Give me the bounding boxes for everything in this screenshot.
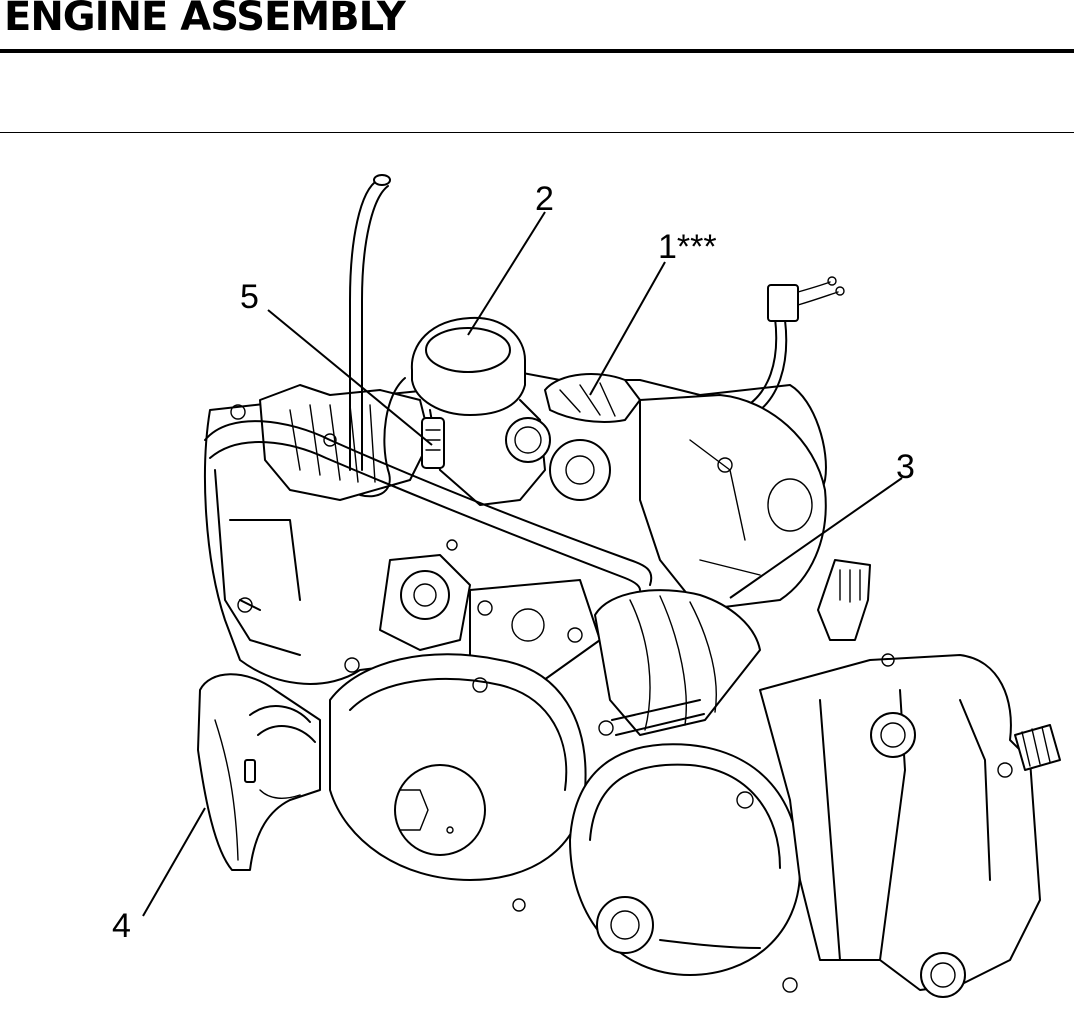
intake-elbow-seam bbox=[214, 719, 301, 861]
gearbox-boss bbox=[870, 712, 916, 758]
gearbox-lower-boss bbox=[920, 952, 966, 998]
bolt bbox=[736, 791, 754, 809]
page-title: ENGINE ASSEMBLY bbox=[4, 0, 406, 40]
plate-bolt bbox=[567, 627, 583, 643]
intake-duct bbox=[544, 373, 641, 423]
fasteners bbox=[323, 433, 1013, 993]
bolt bbox=[512, 898, 526, 912]
bolt bbox=[717, 457, 733, 473]
callout-label-2: 2 bbox=[535, 180, 554, 218]
carb-throat bbox=[505, 417, 551, 463]
hose-fitting bbox=[446, 539, 458, 551]
mount-bushing bbox=[400, 570, 450, 620]
connector-pin bbox=[827, 276, 837, 286]
output-shaft-splines bbox=[1021, 726, 1051, 767]
leader-2 bbox=[467, 211, 546, 336]
harness-connector bbox=[767, 284, 799, 322]
idler-pulley bbox=[549, 439, 611, 501]
oil-filler bbox=[817, 559, 871, 641]
title-rule bbox=[0, 49, 1074, 53]
gearbox-housing bbox=[759, 654, 1041, 991]
ignition-lead bbox=[359, 377, 406, 498]
plate-hole bbox=[511, 608, 545, 642]
spark-plug-threads bbox=[425, 429, 441, 451]
carburetor-body bbox=[429, 399, 546, 506]
idler-pulley-hub bbox=[565, 455, 595, 485]
callout-labels: 1*** 2 3 4 5 bbox=[112, 180, 915, 945]
callout-leaders bbox=[142, 211, 903, 917]
leader-1 bbox=[589, 261, 666, 396]
vent-hose bbox=[361, 185, 389, 471]
vent-hose bbox=[349, 179, 379, 471]
mount-bushing-inner bbox=[413, 583, 437, 607]
bolt bbox=[323, 433, 337, 447]
bolt bbox=[782, 977, 798, 993]
cover-bolt bbox=[237, 597, 253, 613]
section-divider bbox=[0, 132, 1074, 133]
engine-assembly-illustration: 1*** 2 3 4 5 bbox=[112, 174, 1061, 998]
callout-label-3: 3 bbox=[896, 448, 915, 486]
cvt-duct-clamp bbox=[611, 699, 705, 736]
housing-boss bbox=[767, 478, 813, 532]
intake-duct-ribs bbox=[559, 382, 616, 417]
cvt-cover-right-rim bbox=[589, 763, 781, 869]
left-cover-panel bbox=[214, 469, 301, 656]
cvt-air-duct bbox=[594, 589, 761, 736]
intake-elbow bbox=[197, 673, 321, 871]
bolt bbox=[344, 657, 360, 673]
bolt bbox=[598, 720, 614, 736]
clamp-screw bbox=[244, 759, 256, 783]
engine-drawing bbox=[197, 174, 1061, 998]
plate-bolt bbox=[477, 600, 493, 616]
bolt bbox=[881, 653, 895, 667]
cover-seam bbox=[659, 939, 761, 949]
driven-pulley-hub-inner bbox=[610, 910, 640, 940]
spark-plug-cap bbox=[421, 417, 445, 469]
crossover-hose bbox=[204, 420, 653, 586]
carb-throat-inner bbox=[514, 426, 542, 454]
crossover-hose bbox=[209, 441, 641, 591]
callout-label-5: 5 bbox=[240, 278, 259, 316]
carburetor-top-cap bbox=[425, 327, 511, 373]
cover-bolt bbox=[230, 404, 246, 420]
clutch-cover-notch bbox=[399, 789, 429, 831]
leader-3 bbox=[729, 477, 903, 599]
connector-pin bbox=[835, 286, 845, 296]
gearbox-boss-inner bbox=[880, 722, 906, 748]
bolt bbox=[997, 762, 1013, 778]
hub-center bbox=[446, 826, 454, 834]
callout-label-4: 4 bbox=[112, 907, 131, 945]
callout-label-1: 1*** bbox=[658, 228, 717, 266]
driven-pulley-hub bbox=[596, 896, 654, 954]
cvt-cover-left-rim bbox=[349, 677, 568, 791]
leader-4 bbox=[142, 807, 206, 917]
gearbox-lower-boss-inner bbox=[930, 962, 956, 988]
cvt-upper-housing bbox=[639, 394, 827, 611]
clutch-cover-hub bbox=[394, 764, 486, 856]
bolt bbox=[472, 677, 488, 693]
leader-5 bbox=[267, 309, 433, 446]
intake-elbow-clamp bbox=[249, 705, 316, 743]
oil-filler-grip bbox=[839, 569, 861, 603]
vent-hose-clamp bbox=[373, 174, 391, 186]
cvt-duct-ribs bbox=[629, 595, 717, 731]
